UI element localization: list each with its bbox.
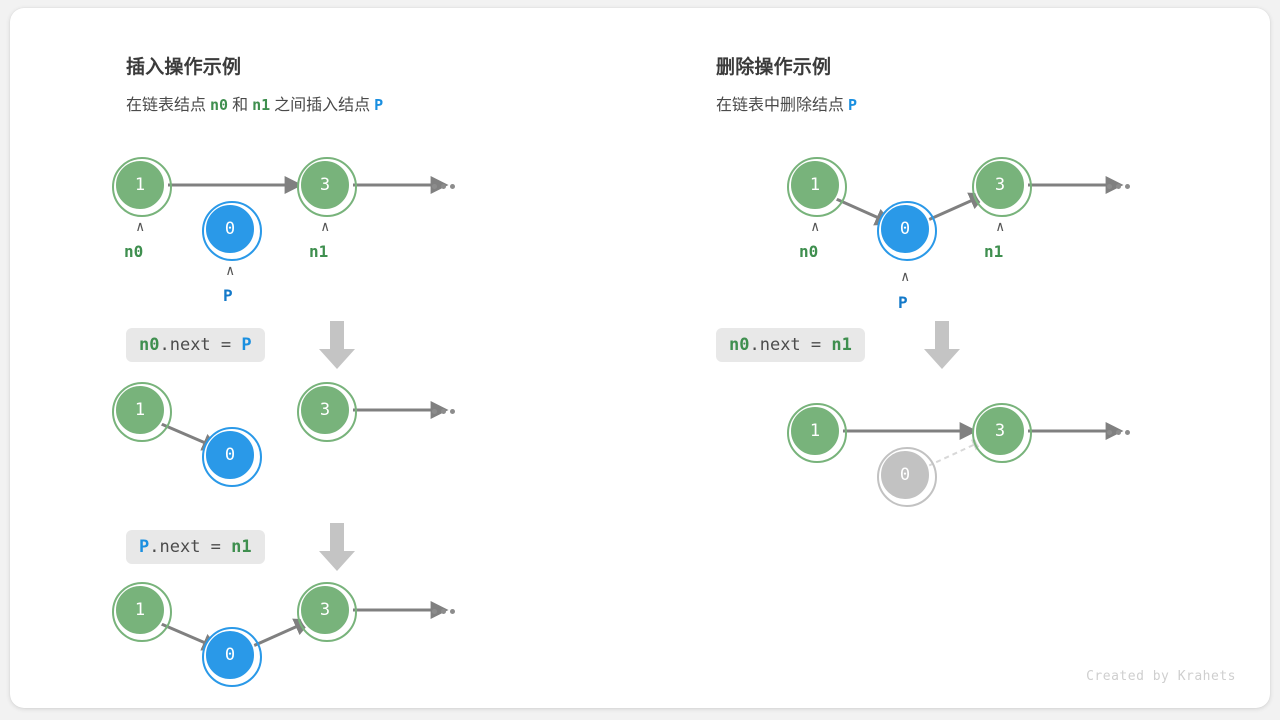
pointer-label-n0: n0 (124, 242, 144, 261)
node-value: 1 (809, 421, 821, 441)
subtitle-text-1: 在链表中删除结点 (716, 97, 845, 114)
caret-icon: ∧ (901, 269, 910, 285)
node-value: 1 (134, 175, 146, 195)
node-value: 0 (899, 219, 911, 239)
node-value: 3 (319, 175, 331, 195)
node-n1[interactable]: 3 (972, 403, 1032, 463)
code-token-next: .next = (749, 335, 832, 355)
node-p[interactable]: 0 (202, 427, 262, 487)
node-value: 0 (224, 219, 236, 239)
node-p[interactable]: 0 (202, 201, 262, 261)
node-value: 0 (899, 465, 911, 485)
ellipsis-dots (432, 409, 455, 414)
subtitle-text-2: 和 (232, 97, 249, 114)
caret-icon: ∧ (811, 219, 820, 235)
code-chip-step2: P.next = n1 (126, 530, 265, 565)
caret-icon: ∧ (321, 219, 330, 235)
code-token-p: P (241, 335, 252, 355)
pointer-label-p: P (898, 293, 908, 312)
subtitle-code-p: P (848, 96, 858, 114)
subtitle-code-n0: n0 (210, 96, 229, 114)
node-n1[interactable]: 3 (972, 157, 1032, 217)
node-value: 0 (224, 445, 236, 465)
node-value: 3 (319, 400, 331, 420)
node-p[interactable]: 0 (877, 201, 937, 261)
code-chip-step1: n0.next = n1 (716, 328, 865, 363)
pointer-label-n0: n0 (799, 242, 819, 261)
ellipsis-dots (1107, 184, 1130, 189)
node-value: 0 (224, 645, 236, 665)
delete-panel-title: 删除操作示例 (716, 57, 832, 78)
caret-icon: ∧ (226, 263, 235, 279)
node-deleted[interactable]: 0 (877, 447, 937, 507)
subtitle-text-3: 之间插入结点 (274, 97, 371, 114)
caret-icon: ∧ (996, 219, 1005, 235)
ellipsis-dots (432, 609, 455, 614)
pointer-label-n1: n1 (309, 242, 329, 261)
node-n0[interactable]: 1 (112, 382, 172, 442)
ellipsis-dots (432, 184, 455, 189)
node-value: 3 (994, 175, 1006, 195)
node-value: 1 (809, 175, 821, 195)
insert-panel-title: 插入操作示例 (126, 57, 242, 78)
node-n0[interactable]: 1 (112, 157, 172, 217)
credit-text: Created by Krahets (1086, 669, 1236, 684)
code-token-n0: n0 (729, 335, 750, 355)
node-value: 3 (994, 421, 1006, 441)
code-token-n1: n1 (231, 537, 252, 557)
pointer-label-p: P (223, 286, 233, 305)
code-chip-step1: n0.next = P (126, 328, 265, 363)
code-token-next: .next = (149, 537, 232, 557)
node-value: 3 (319, 600, 331, 620)
code-token-n0: n0 (139, 335, 160, 355)
subtitle-code-n1: n1 (252, 96, 271, 114)
node-n0[interactable]: 1 (787, 157, 847, 217)
code-token-p: P (139, 537, 150, 557)
node-value: 1 (134, 600, 146, 620)
code-token-n1: n1 (831, 335, 852, 355)
node-n0[interactable]: 1 (787, 403, 847, 463)
node-p[interactable]: 0 (202, 627, 262, 687)
ellipsis-dots (1107, 430, 1130, 435)
code-token-next: .next = (159, 335, 242, 355)
caret-icon: ∧ (136, 219, 145, 235)
node-n0[interactable]: 1 (112, 582, 172, 642)
pointer-label-n1: n1 (984, 242, 1004, 261)
down-arrow-icon (924, 321, 960, 369)
down-arrow-icon (319, 523, 355, 571)
node-n1[interactable]: 3 (297, 582, 357, 642)
node-n1[interactable]: 3 (297, 382, 357, 442)
subtitle-code-p: P (374, 96, 384, 114)
node-n1[interactable]: 3 (297, 157, 357, 217)
node-value: 1 (134, 400, 146, 420)
down-arrow-icon (319, 321, 355, 369)
subtitle-text-1: 在链表结点 (126, 97, 207, 114)
